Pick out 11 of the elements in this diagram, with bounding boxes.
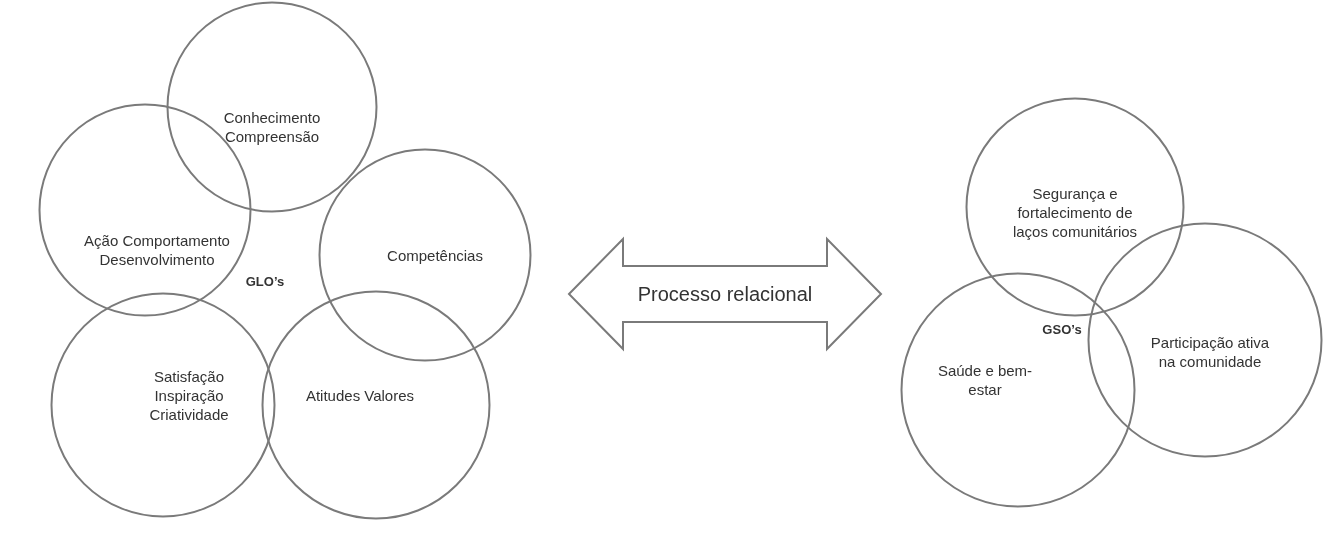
circle-label: Atitudes Valores: [305, 385, 415, 405]
group-label: GSO’s: [1042, 321, 1082, 337]
circle-label: Satisfação Inspiração Criatividade: [148, 366, 230, 424]
circle-label: Conhecimento Compreensão: [222, 108, 322, 146]
arrow-label: Processo relacional: [637, 284, 813, 304]
circle-label: Participação ativa na comunidade: [1150, 333, 1270, 371]
circle-label: Ação Comportamento Desenvolvimento: [83, 231, 231, 269]
circle-label: Saúde e bem-estar: [936, 361, 1034, 399]
circle-label: Competências: [386, 245, 484, 265]
group-label: GLO’s: [245, 273, 285, 289]
circle-label: Segurança e fortalecimento de laços comunitários: [1011, 183, 1139, 241]
